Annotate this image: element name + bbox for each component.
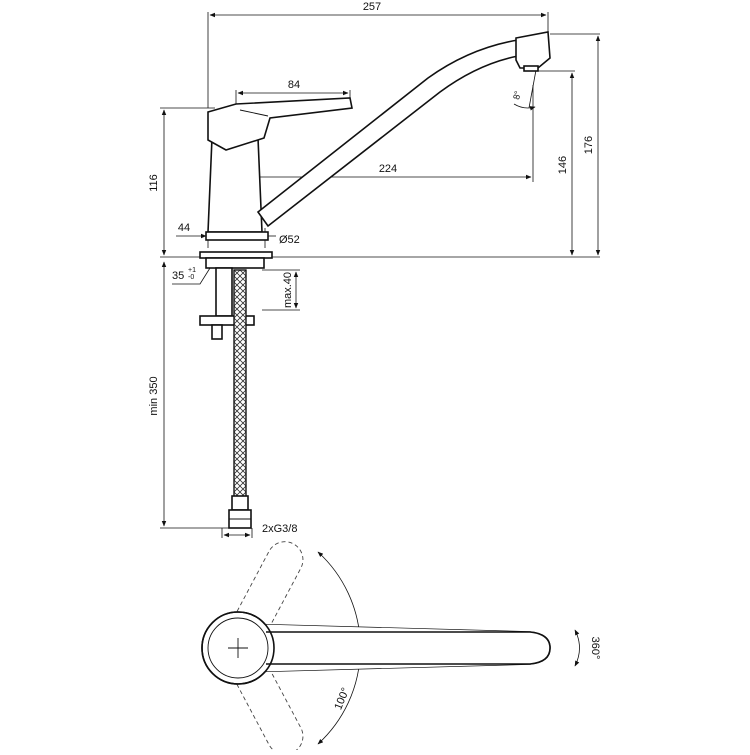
- fixing-bracket: [199, 315, 255, 326]
- spout-head: [515, 31, 551, 69]
- body-circle-inner: [207, 617, 269, 679]
- top-view: 100° 360°: [201, 541, 601, 755]
- mount-flange: [205, 257, 265, 269]
- dim-handle-width: 84: [288, 79, 300, 91]
- dim-deck-thickness: max.40: [282, 272, 294, 308]
- dim-base-width: 44: [178, 222, 190, 234]
- spout-arm: [256, 39, 519, 228]
- threaded-stud: [215, 267, 233, 317]
- aerator: [523, 65, 539, 72]
- dim-total-length: 257: [363, 1, 381, 13]
- base-ring: [205, 231, 269, 241]
- dim-base-height: 116: [148, 174, 160, 192]
- dim-spout-rotation: 360°: [589, 637, 601, 660]
- dim-hole-diameter: 35: [172, 270, 184, 282]
- dim-connection: 2xG3/8: [262, 523, 297, 535]
- side-view: 257 84 224 116 146 176 44 Ø52 35 +1-0 ma…: [148, 1, 601, 538]
- hole-leader: [172, 267, 211, 285]
- dim-spout-angle: 8°: [511, 89, 523, 100]
- dim-lever-rotation: 100°: [332, 686, 352, 712]
- hose-nut-upper: [231, 495, 249, 511]
- spout-rotation-arc: [574, 629, 580, 667]
- faucet-body: [207, 137, 263, 233]
- angle-leader: [528, 69, 537, 109]
- lever-handle: [207, 97, 353, 151]
- dim-hose-length: min 350: [148, 376, 160, 415]
- dim-spout-reach: 224: [379, 163, 397, 175]
- dim-hole-tolerance: +1-0: [188, 267, 196, 281]
- dim-total-height: 176: [583, 136, 595, 154]
- dim-spout-height: 146: [557, 156, 569, 174]
- deck-plate-top: [199, 251, 273, 259]
- fixing-nut: [211, 324, 223, 340]
- dim-base-diameter: Ø52: [279, 234, 300, 246]
